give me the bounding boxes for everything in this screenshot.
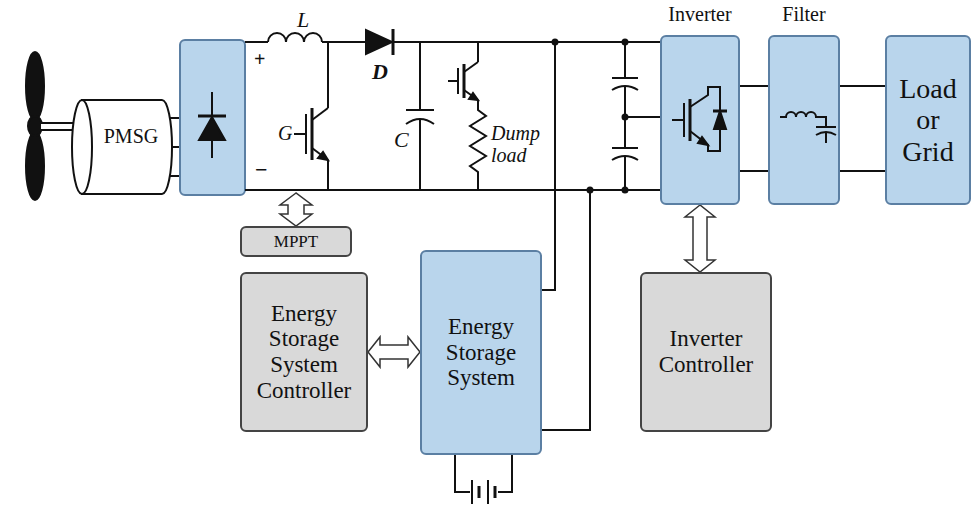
node-label: Load or Grid	[895, 73, 961, 167]
node-heading: Inverter	[668, 3, 731, 25]
node-heading: Filter	[782, 3, 825, 25]
component-symbol-label: G	[278, 122, 292, 144]
split-capacitors	[612, 40, 660, 193]
controller-box: Energy Storage System Controller	[240, 272, 368, 432]
controller-box: MPPT	[240, 226, 352, 257]
node-label: Energy Storage System Controller	[245, 301, 363, 404]
cylinder-face	[72, 100, 92, 194]
polarity-sign: +	[254, 48, 265, 70]
bus-connector	[840, 86, 885, 171]
component-label: Dump load	[491, 122, 551, 166]
dc-rails	[245, 33, 660, 190]
polarity-sign: −	[255, 158, 268, 182]
control-arrow	[368, 337, 420, 367]
bus-connector	[740, 86, 768, 171]
cylinder-outline	[70, 98, 174, 196]
process-box: Inverter	[660, 35, 740, 205]
component-symbol-label: D	[372, 60, 388, 84]
process-box: Load or Grid	[885, 35, 971, 205]
generator-node: PMSG	[70, 98, 174, 196]
boost-diode	[366, 29, 393, 55]
control-arrow	[280, 193, 312, 226]
storage-wires	[540, 40, 593, 431]
battery-symbol	[455, 455, 512, 504]
boost-switch	[294, 42, 328, 190]
dump-load	[448, 42, 486, 190]
turbine-symbol	[26, 52, 76, 200]
node-label: Inverter Controller	[645, 326, 767, 378]
rectifier-block	[180, 40, 245, 195]
component-symbol-label: L	[297, 8, 309, 32]
component-symbol-label: C	[394, 128, 409, 152]
igbt-symbol	[662, 37, 738, 203]
node-label: Energy Storage System	[425, 314, 537, 391]
process-box: Filter	[768, 35, 840, 205]
node-label: PMSG	[104, 125, 158, 147]
controller-box: Inverter Controller	[640, 272, 772, 432]
dc-capacitor	[406, 42, 434, 190]
control-arrow	[685, 205, 715, 272]
process-box: Energy Storage System	[420, 250, 542, 455]
node-label: MPPT	[274, 232, 318, 251]
filter-symbol	[770, 37, 838, 203]
cylinder-body	[82, 100, 172, 194]
